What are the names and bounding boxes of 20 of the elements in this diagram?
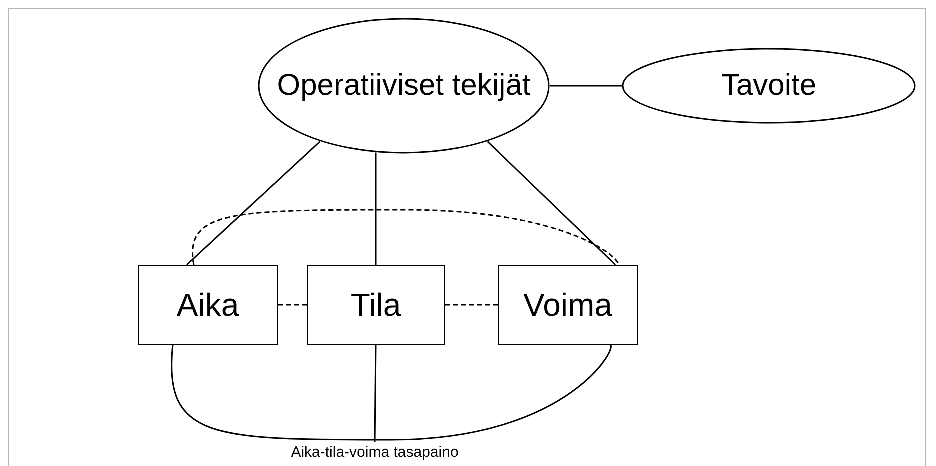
connector-line [550,85,622,87]
process-box [138,265,278,345]
process-box [498,265,638,345]
dashed-connector [278,304,307,306]
connector-line [186,141,321,266]
ellipse-node [622,48,916,124]
node-label: Aika [176,286,240,324]
process-box [307,265,445,345]
dashed-connector [192,209,618,266]
connector-line [375,152,377,265]
connector-line [374,345,377,442]
ellipse-node [258,18,550,154]
connector-line [487,141,616,266]
dashed-connector [445,304,498,306]
node-label: Aika-tila-voima tasapaino [291,444,459,462]
node-label: Tavoite [721,68,817,104]
node-label: Operatiiviset tekijät [277,68,531,104]
node-label: Tila [350,286,402,324]
connector-line [171,344,611,441]
node-label: Voima [524,286,612,324]
